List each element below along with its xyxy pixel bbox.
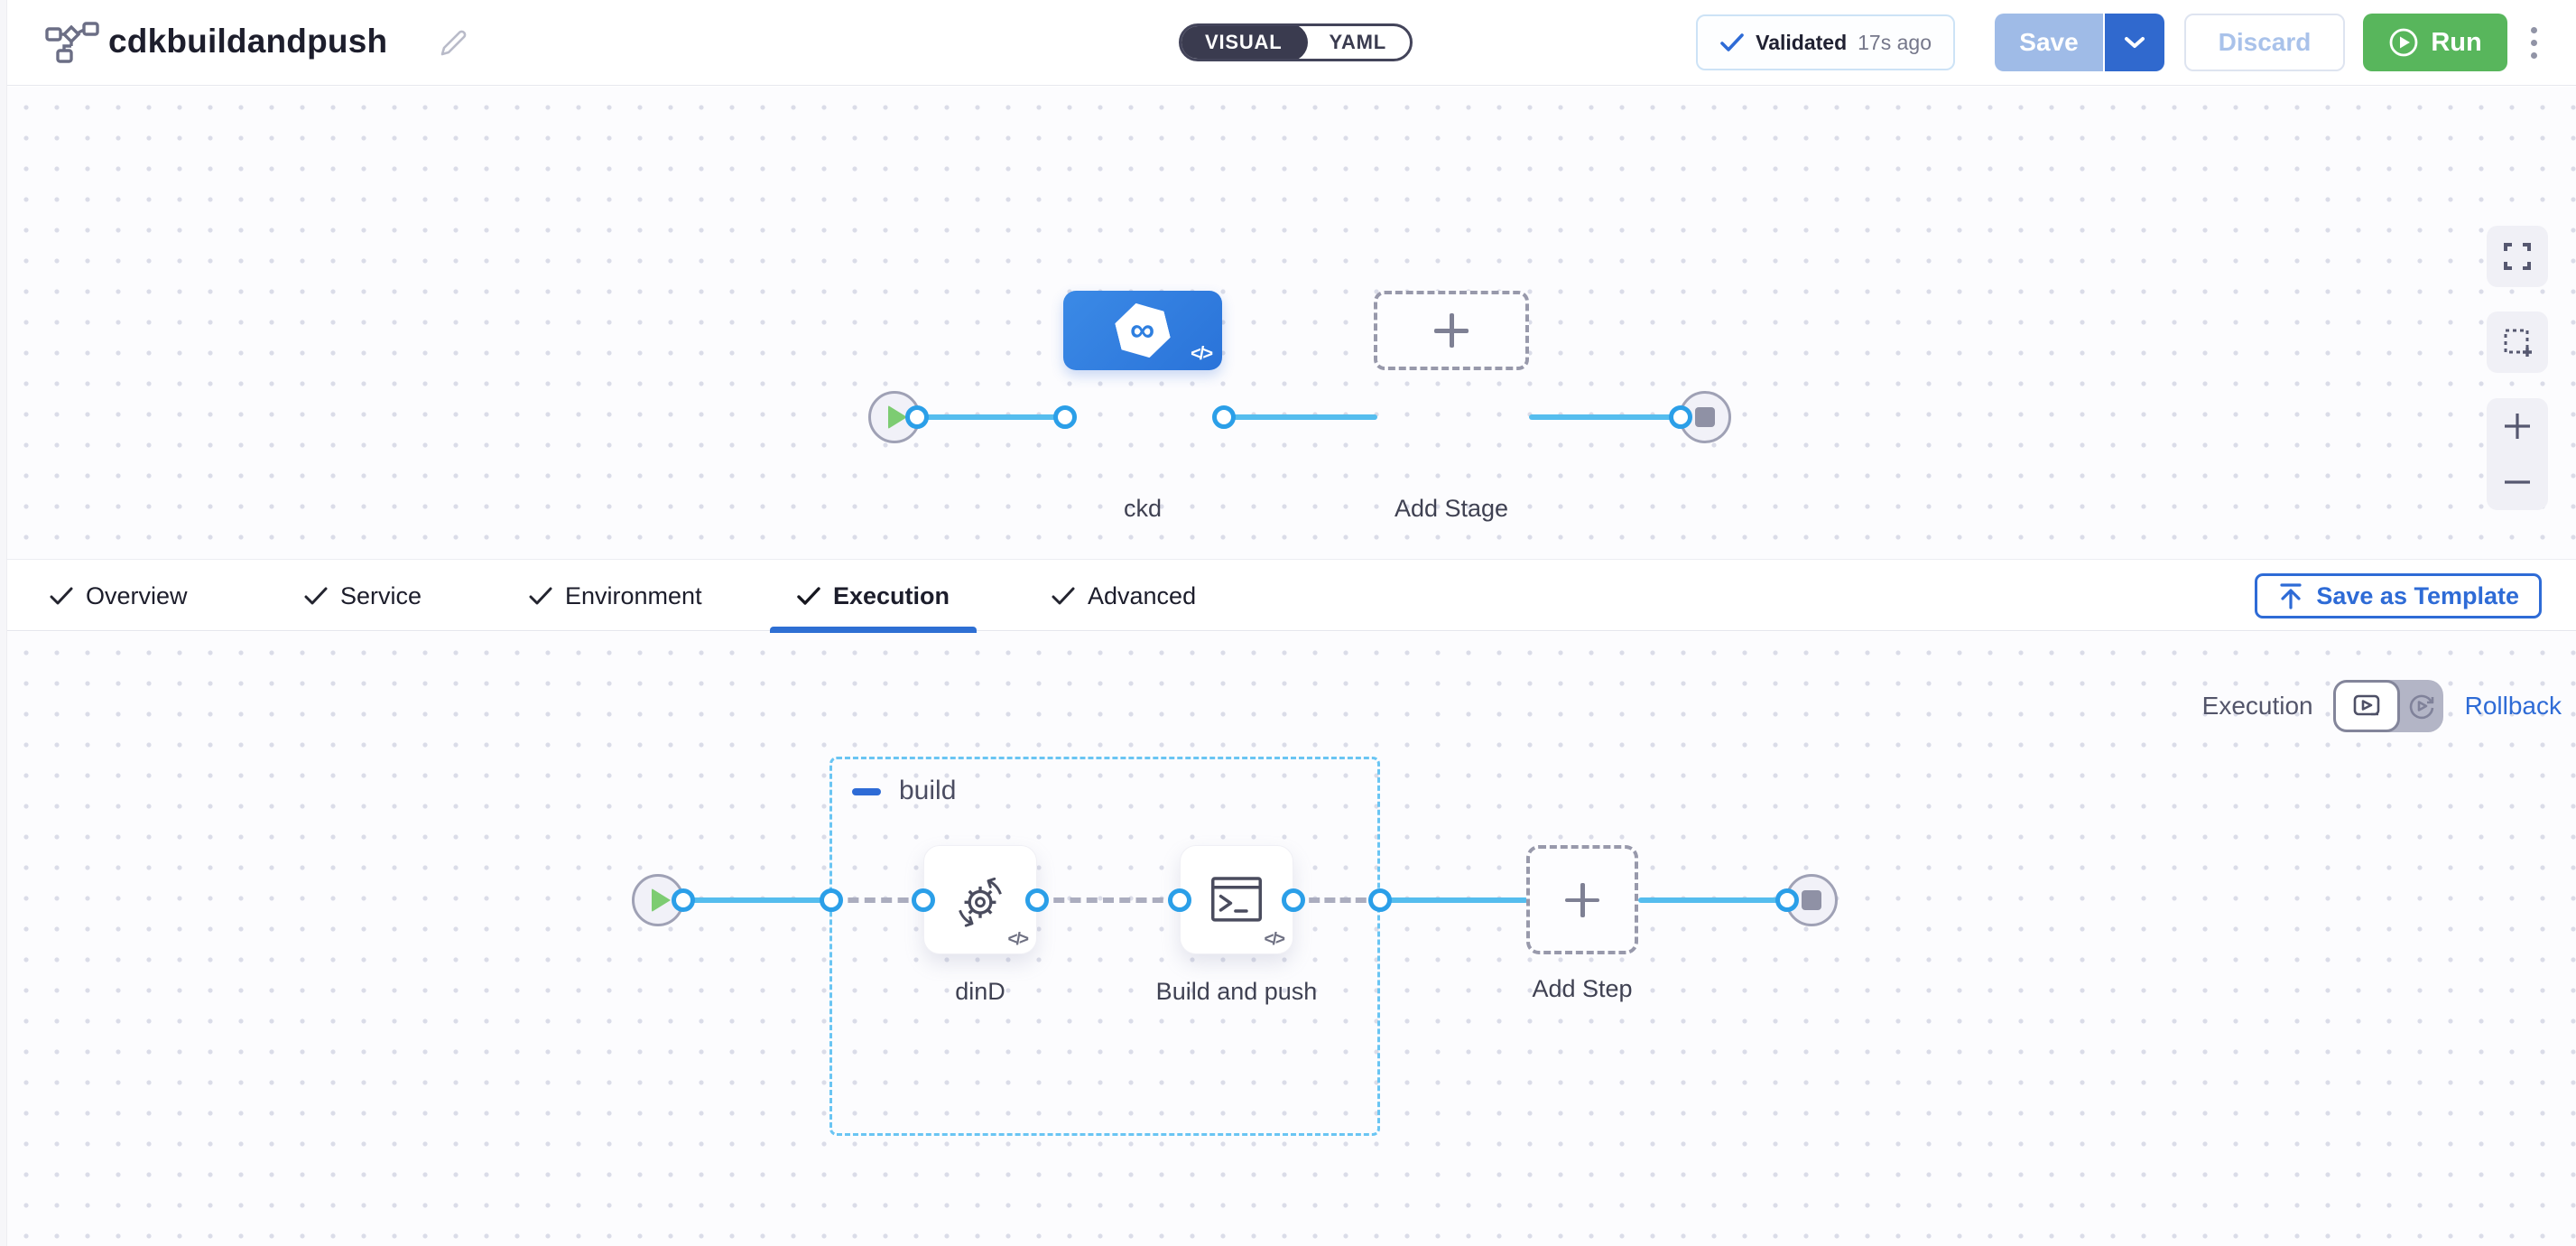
- ci-stage-icon: ∞: [1111, 297, 1173, 364]
- fullscreen-icon: [2504, 243, 2531, 270]
- validated-time: 17s ago: [1858, 30, 1932, 54]
- tab-advanced[interactable]: Advanced: [1024, 560, 1223, 632]
- chevron-down-icon: [2123, 34, 2146, 51]
- fullscreen-button[interactable]: [2487, 226, 2548, 287]
- gear-sync-icon: [959, 877, 1002, 927]
- plus-icon: [1434, 313, 1469, 348]
- visual-yaml-toggle: VISUAL YAML: [1179, 23, 1413, 61]
- more-options-button[interactable]: [2524, 14, 2544, 71]
- port[interactable]: [1368, 888, 1392, 912]
- page-title: cdkbuildandpush: [108, 23, 388, 60]
- add-step-button[interactable]: [1526, 845, 1638, 954]
- port[interactable]: [1775, 888, 1799, 912]
- collapse-group-icon[interactable]: [852, 788, 881, 795]
- zoom-in-button[interactable]: [2487, 398, 2548, 454]
- run-button[interactable]: Run: [2363, 14, 2507, 71]
- toggle-execution-segment[interactable]: [2332, 680, 2400, 732]
- validated-label: Validated: [1756, 30, 1848, 54]
- toggle-yaml[interactable]: YAML: [1329, 31, 1386, 53]
- stop-icon: [1695, 407, 1715, 427]
- port[interactable]: [1212, 405, 1236, 429]
- marquee-select-button[interactable]: [2487, 312, 2548, 373]
- port[interactable]: [820, 888, 843, 912]
- step-code-badge: </>: [1007, 930, 1030, 949]
- toggle-rollback-segment[interactable]: [2400, 680, 2443, 732]
- add-stage-button[interactable]: [1374, 291, 1529, 370]
- stage-node-ckd[interactable]: ∞ </>: [1063, 291, 1222, 370]
- run-label: Run: [2431, 27, 2482, 57]
- zoom-out-button[interactable]: [2487, 454, 2548, 510]
- check-icon: [797, 587, 820, 605]
- save-button[interactable]: Save: [1995, 14, 2103, 71]
- pipeline-icon: [45, 20, 99, 65]
- tab-overview[interactable]: Overview: [23, 560, 215, 632]
- terminal-icon: [1211, 876, 1262, 922]
- port[interactable]: [1282, 888, 1305, 912]
- pipeline-header: cdkbuildandpush VISUAL YAML Validated 17…: [0, 0, 2576, 86]
- edge-start-to-stage: [917, 414, 1070, 420]
- plus-icon: [1565, 882, 1599, 917]
- add-stage-label: Add Stage: [1394, 495, 1509, 522]
- edge-build-to-groupend: [1293, 897, 1382, 903]
- step-group-build[interactable]: build: [829, 757, 1380, 1136]
- edge-start-to-group: [683, 897, 833, 903]
- execution-rollback-toggle[interactable]: [2332, 680, 2443, 732]
- marquee-select-icon: [2504, 329, 2532, 357]
- port[interactable]: [905, 405, 929, 429]
- stage-code-badge: </>: [1191, 344, 1213, 364]
- save-dropdown-button[interactable]: [2103, 14, 2164, 71]
- port[interactable]: [1053, 405, 1077, 429]
- play-icon: [651, 888, 671, 912]
- check-icon: [1719, 32, 1745, 53]
- zoom-controls: [2487, 398, 2548, 510]
- toggle-visual[interactable]: VISUAL: [1181, 26, 1309, 59]
- zoom-out-icon: [2505, 480, 2530, 484]
- port[interactable]: [1168, 888, 1191, 912]
- tab-service[interactable]: Service: [277, 560, 449, 632]
- add-step-label: Add Step: [1532, 975, 1633, 1002]
- app-left-edge: [0, 0, 7, 1246]
- step-code-badge: </>: [1264, 930, 1286, 949]
- step-name-label: Build and push: [1155, 978, 1318, 1005]
- execution-flow-icon: [2353, 694, 2379, 716]
- port[interactable]: [672, 888, 695, 912]
- stop-icon: [1802, 890, 1821, 910]
- edge-addstage-to-end: [1529, 414, 1684, 420]
- check-icon: [1052, 587, 1075, 605]
- rollback-link[interactable]: Rollback: [2464, 692, 2562, 720]
- save-as-template-button[interactable]: Save as Template: [2255, 573, 2542, 618]
- tab-execution[interactable]: Execution: [770, 560, 978, 633]
- step-card-build-and-push[interactable]: </>: [1180, 845, 1293, 954]
- tab-environment[interactable]: Environment: [502, 560, 729, 632]
- port[interactable]: [1669, 405, 1692, 429]
- edge-addstep-to-end: [1638, 897, 1790, 903]
- edge-group-to-addstep: [1380, 897, 1528, 903]
- edit-title-icon[interactable]: [435, 25, 471, 61]
- play-icon: [887, 405, 907, 429]
- play-circle-icon: [2388, 27, 2419, 58]
- execution-mode-label: Execution: [2201, 692, 2313, 720]
- step-card-dind[interactable]: </>: [923, 845, 1037, 954]
- zoom-in-icon: [2505, 414, 2530, 439]
- edge-stage-to-addstage: [1224, 414, 1377, 420]
- discard-button[interactable]: Discard: [2184, 14, 2345, 71]
- check-icon: [50, 587, 73, 605]
- port[interactable]: [912, 888, 935, 912]
- validated-badge[interactable]: Validated 17s ago: [1696, 14, 1955, 70]
- check-icon: [304, 587, 328, 605]
- stage-tabbar: Overview Service Environment Execution A…: [0, 559, 2576, 633]
- edge-dind-to-build: [1037, 897, 1180, 903]
- check-icon: [529, 587, 552, 605]
- edge-group-to-dind: [831, 897, 925, 903]
- step-name-label: dinD: [955, 978, 1005, 1005]
- upload-icon: [2280, 583, 2302, 609]
- execution-canvas[interactable]: Execution Rollback bu: [0, 632, 2576, 1246]
- stage-canvas[interactable]: ∞ </> ckd Add Stage: [0, 87, 2576, 559]
- save-split-button: Save: [1995, 14, 2164, 71]
- execution-mode-bar: Execution Rollback: [2202, 680, 2562, 732]
- group-name-label: build: [899, 776, 957, 805]
- port[interactable]: [1025, 888, 1049, 912]
- rollback-icon: [2409, 694, 2433, 720]
- stage-name-label: ckd: [1123, 495, 1163, 522]
